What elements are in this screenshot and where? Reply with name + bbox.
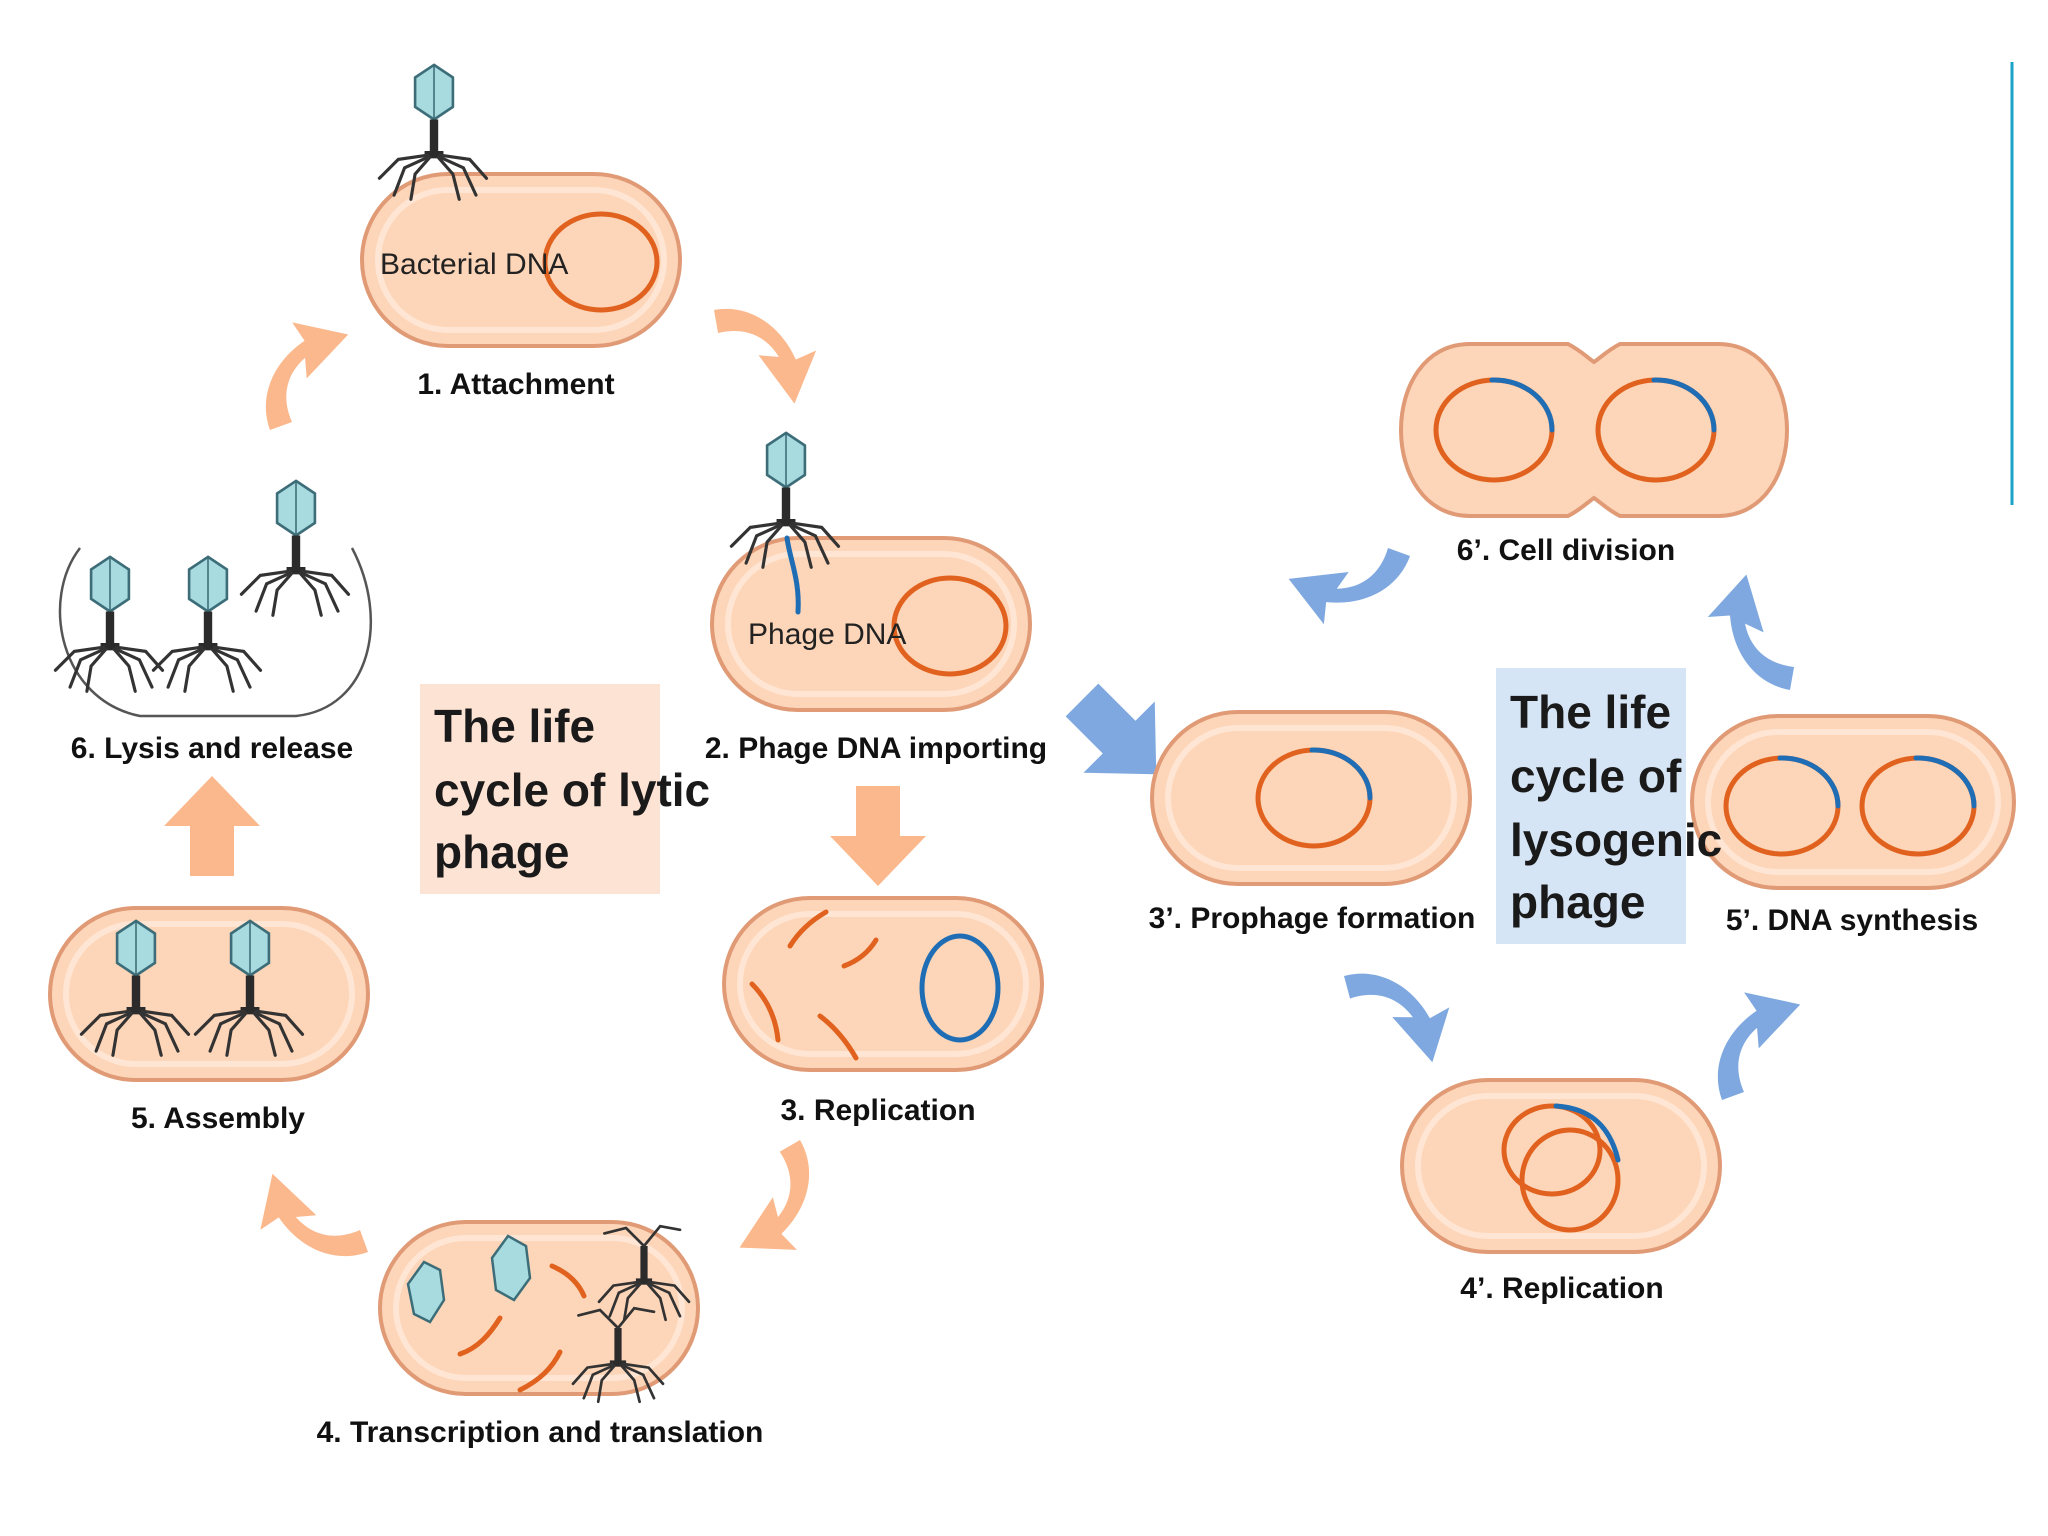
label-attachment: 1. Attachment <box>417 368 614 401</box>
lyso-title-line-2: cycle of <box>1510 750 1682 802</box>
label-cell-division: 6’. Cell division <box>1457 534 1675 567</box>
lytic-title-line-2: cycle of lytic <box>434 764 710 816</box>
cell-assembly <box>48 906 370 1082</box>
arrow-1-to-2 <box>714 293 825 415</box>
arrow-4-to-5 <box>243 1152 368 1285</box>
bacterial-dna-circle <box>542 211 660 313</box>
label-transcription: 4. Transcription and translation <box>317 1416 764 1449</box>
arrow-6p-to-3p <box>1278 519 1410 644</box>
phage-dna-strand <box>784 535 801 615</box>
cell-division <box>1399 342 1789 518</box>
label-assembly: 5. Assembly <box>131 1102 305 1135</box>
arrow-4p-to-5p <box>1689 975 1822 1100</box>
label-replication: 3. Replication <box>780 1094 975 1127</box>
lysogenic-title-box: The life cycle of lysogenic phage <box>1496 668 1722 944</box>
lytic-title-line-1: The life <box>434 700 595 752</box>
cell-lysis <box>53 479 373 718</box>
cell-replication <box>722 896 1044 1072</box>
cell-importing: Phage DNA <box>710 431 1032 712</box>
lytic-title-box: The life cycle of lytic phage <box>420 684 710 894</box>
phage-dna-label: Phage DNA <box>748 618 906 651</box>
label-prophage: 3’. Prophage formation <box>1149 902 1476 935</box>
arrow-3-to-4 <box>708 1140 847 1275</box>
label-lysis: 6. Lysis and release <box>71 732 353 765</box>
arrow-6-to-1 <box>237 305 370 430</box>
arrow-5p-to-6p <box>1697 569 1809 690</box>
cell-prophage <box>1150 710 1472 886</box>
cell-lyso-replication <box>1400 1078 1722 1254</box>
lyso-title-line-3: lysogenic <box>1510 814 1722 866</box>
cell-transcription <box>378 1220 700 1404</box>
arrow-2-to-3 <box>830 786 926 886</box>
label-dna-synthesis: 5’. DNA synthesis <box>1726 904 1978 937</box>
cell-dna-synthesis <box>1690 714 2016 890</box>
cell-attachment: Bacterial DNA <box>360 63 682 348</box>
lyso-title-line-1: The life <box>1510 686 1671 738</box>
label-importing: 2. Phage DNA importing <box>705 732 1047 765</box>
lyso-title-line-4: phage <box>1510 876 1645 928</box>
arrow-3p-to-4p <box>1344 951 1462 1079</box>
bacterial-dna-label: Bacterial DNA <box>380 248 568 281</box>
arrow-5-to-6 <box>164 776 260 876</box>
label-lyso-replication: 4’. Replication <box>1460 1272 1663 1305</box>
lytic-title-line-3: phage <box>434 826 569 878</box>
